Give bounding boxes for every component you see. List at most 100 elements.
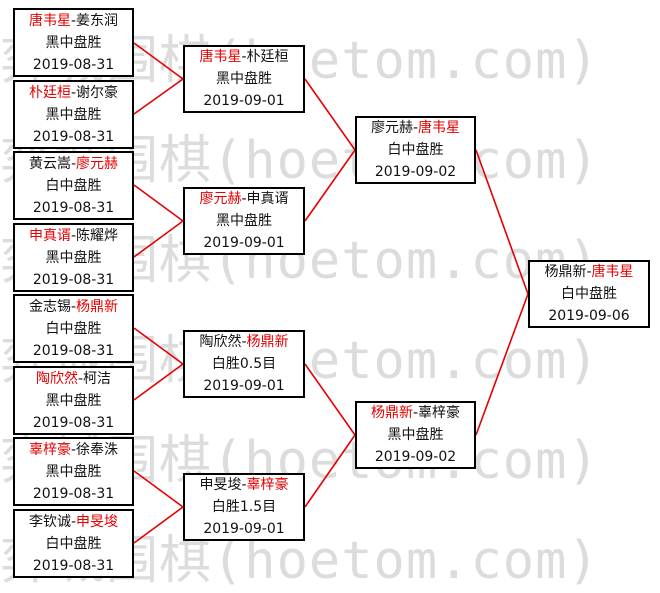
match-box-r1-7: 辜梓豪-徐奉洙 黑中盘胜 2019-08-31 <box>13 437 134 506</box>
match-box-r3-2: 杨鼎新-辜梓豪 黑中盘胜 2019-09-02 <box>355 401 476 469</box>
player-black: 廖元赫 <box>370 120 413 136</box>
separator: - <box>70 12 77 29</box>
match-box-r1-5: 金志锡-杨鼎新 白中盘胜 2019-08-31 <box>13 294 134 363</box>
match-date: 2019-08-31 <box>32 485 115 502</box>
match-box-r2-1: 唐韦星-朴廷桓 黑中盘胜 2019-09-01 <box>183 45 305 113</box>
player-white: 陈耀烨 <box>76 227 119 244</box>
player-white: 姜东润 <box>76 12 119 29</box>
match-box-r1-8: 李钦诚-申旻埈 白中盘胜 2019-08-31 <box>13 509 134 578</box>
player-black: 陶欣然 <box>35 370 78 387</box>
connector <box>133 184 184 222</box>
match-date: 2019-08-31 <box>32 199 115 216</box>
match-result: 白中盘胜 <box>45 177 102 194</box>
separator: - <box>241 477 247 493</box>
match-date: 2019-09-01 <box>203 93 285 109</box>
player-black: 黄云嵩 <box>28 155 71 172</box>
match-result: 白中盘胜 <box>387 142 444 158</box>
match-result: 黑中盘胜 <box>45 249 102 266</box>
player-black: 申真谞 <box>28 227 71 244</box>
match-result: 黑中盘胜 <box>45 463 102 480</box>
connector <box>133 42 184 80</box>
separator: - <box>412 405 419 421</box>
match-box-r1-6: 陶欣然-柯洁 黑中盘胜 2019-08-31 <box>13 366 134 435</box>
connector <box>304 78 356 151</box>
player-black: 廖元赫 <box>199 191 242 207</box>
match-date: 2019-08-31 <box>32 128 115 145</box>
connector <box>304 363 356 436</box>
match-box-r1-2: 朴廷桓-谢尔豪 黑中盘胜 2019-08-31 <box>13 80 134 149</box>
player-white: 申真谞 <box>246 191 289 207</box>
match-box-r1-4: 申真谞-陈耀烨 黑中盘胜 2019-08-31 <box>13 223 134 292</box>
player-white: 廖元赫 <box>76 155 119 172</box>
match-result: 黑中盘胜 <box>45 34 102 51</box>
connector <box>475 293 529 436</box>
player-white: 申旻埈 <box>76 513 119 530</box>
match-date: 2019-08-31 <box>32 56 115 73</box>
separator: - <box>241 49 247 65</box>
match-result: 黑中盘胜 <box>45 106 102 123</box>
player-black: 杨鼎新 <box>370 405 413 421</box>
player-black: 李钦诚 <box>28 513 71 530</box>
match-box-r2-2: 廖元赫-申真谞 黑中盘胜 2019-09-01 <box>183 187 305 255</box>
match-box-r2-4: 申旻埈-辜梓豪 白胜1.5目 2019-09-01 <box>183 473 305 541</box>
match-result: 黑中盘胜 <box>216 71 272 87</box>
match-result: 黑中盘胜 <box>387 427 444 443</box>
connector <box>133 363 184 401</box>
match-box-r3-1: 廖元赫-唐韦星 白中盘胜 2019-09-02 <box>355 116 476 184</box>
player-black: 辜梓豪 <box>28 441 71 458</box>
connector <box>133 327 184 365</box>
connector <box>133 220 184 258</box>
match-box-r2-3: 陶欣然-杨鼎新 白胜0.5目 2019-09-01 <box>183 330 305 398</box>
match-date: 2019-08-31 <box>32 342 115 359</box>
match-date: 2019-08-31 <box>32 271 115 288</box>
match-date: 2019-09-02 <box>374 449 457 465</box>
match-result: 白中盘胜 <box>45 535 102 552</box>
separator: - <box>70 227 77 244</box>
separator: - <box>70 441 77 458</box>
player-white: 朴廷桓 <box>246 49 289 65</box>
match-result: 白中盘胜 <box>45 320 102 337</box>
separator: - <box>77 370 84 387</box>
connector <box>304 149 356 222</box>
separator: - <box>70 513 77 530</box>
match-date: 2019-09-01 <box>203 521 285 537</box>
separator: - <box>70 298 77 315</box>
player-white: 柯洁 <box>83 370 112 387</box>
match-date: 2019-09-01 <box>203 235 285 251</box>
player-white: 徐奉洙 <box>76 441 119 458</box>
separator: - <box>241 191 247 207</box>
player-black: 唐韦星 <box>28 12 71 29</box>
player-black: 金志锡 <box>28 298 71 315</box>
match-date: 2019-08-31 <box>32 557 115 574</box>
player-white: 唐韦星 <box>418 120 461 136</box>
match-box-r1-1: 唐韦星-姜东润 黑中盘胜 2019-08-31 <box>13 8 134 77</box>
connector <box>133 470 184 508</box>
match-result: 黑中盘胜 <box>45 392 102 409</box>
separator: - <box>586 264 592 280</box>
separator: - <box>70 155 77 172</box>
match-date: 2019-09-06 <box>548 308 630 324</box>
connector <box>133 506 184 544</box>
player-black: 唐韦星 <box>199 49 242 65</box>
player-white: 辜梓豪 <box>418 405 461 421</box>
player-white: 唐韦星 <box>591 264 634 280</box>
player-white: 辜梓豪 <box>246 477 289 493</box>
match-result: 白胜0.5目 <box>211 356 277 372</box>
connector <box>133 78 184 115</box>
connector <box>475 149 529 295</box>
connector <box>304 434 356 508</box>
player-white: 杨鼎新 <box>76 298 119 315</box>
player-black: 朴廷桓 <box>28 84 71 101</box>
match-date: 2019-09-01 <box>203 378 285 394</box>
player-white: 谢尔豪 <box>76 84 119 101</box>
separator: - <box>412 120 419 136</box>
match-result: 白胜1.5目 <box>211 499 277 515</box>
match-result: 黑中盘胜 <box>216 213 272 229</box>
player-black: 杨鼎新 <box>544 264 587 280</box>
match-date: 2019-09-02 <box>374 164 457 180</box>
separator: - <box>241 334 247 350</box>
match-box-r1-3: 黄云嵩-廖元赫 白中盘胜 2019-08-31 <box>13 151 134 220</box>
match-result: 白中盘胜 <box>561 286 617 302</box>
separator: - <box>70 84 77 101</box>
